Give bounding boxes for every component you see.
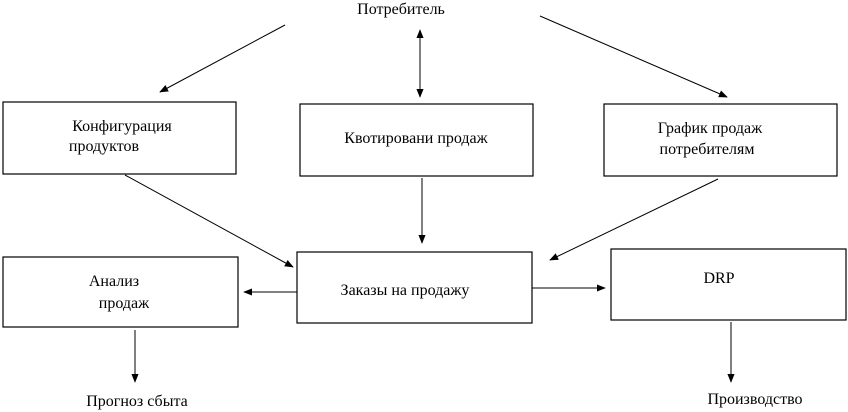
node-sales-quotation: Квотировани продаж [299,103,534,177]
node-text-line: Заказы на продажу [341,282,470,299]
node-text-line: DRP [703,270,734,287]
node-drp: DRP [610,248,847,321]
node-text-line: продаж [99,295,150,312]
node-text-line: Квотировани продаж [344,130,488,147]
node-text-line: График продаж [658,120,763,137]
sales-forecast-label: Прогноз сбыта [86,393,187,410]
node-sales-orders: Заказы на продажу [296,251,533,324]
arrow-config-to-orders [124,174,294,268]
node-customer-sales-schedule: График продаж потребителям [603,103,838,177]
consumer-label: Потребитель [357,1,445,18]
production-label: Производство [707,391,802,408]
node-text-line: Конфигурация [72,118,172,135]
arrow-consumer-to-config [159,24,286,93]
node-text-line: потребителям [660,141,755,158]
node-sales-analysis: Анализ продаж [2,256,239,328]
node-product-configuration: Конфигурация продуктов [2,101,237,175]
arrow-consumer-to-schedule [539,15,728,98]
node-text-line: продуктов [69,138,140,155]
node-text-line: Анализ [89,273,139,290]
arrow-schedule-to-orders [549,178,719,261]
